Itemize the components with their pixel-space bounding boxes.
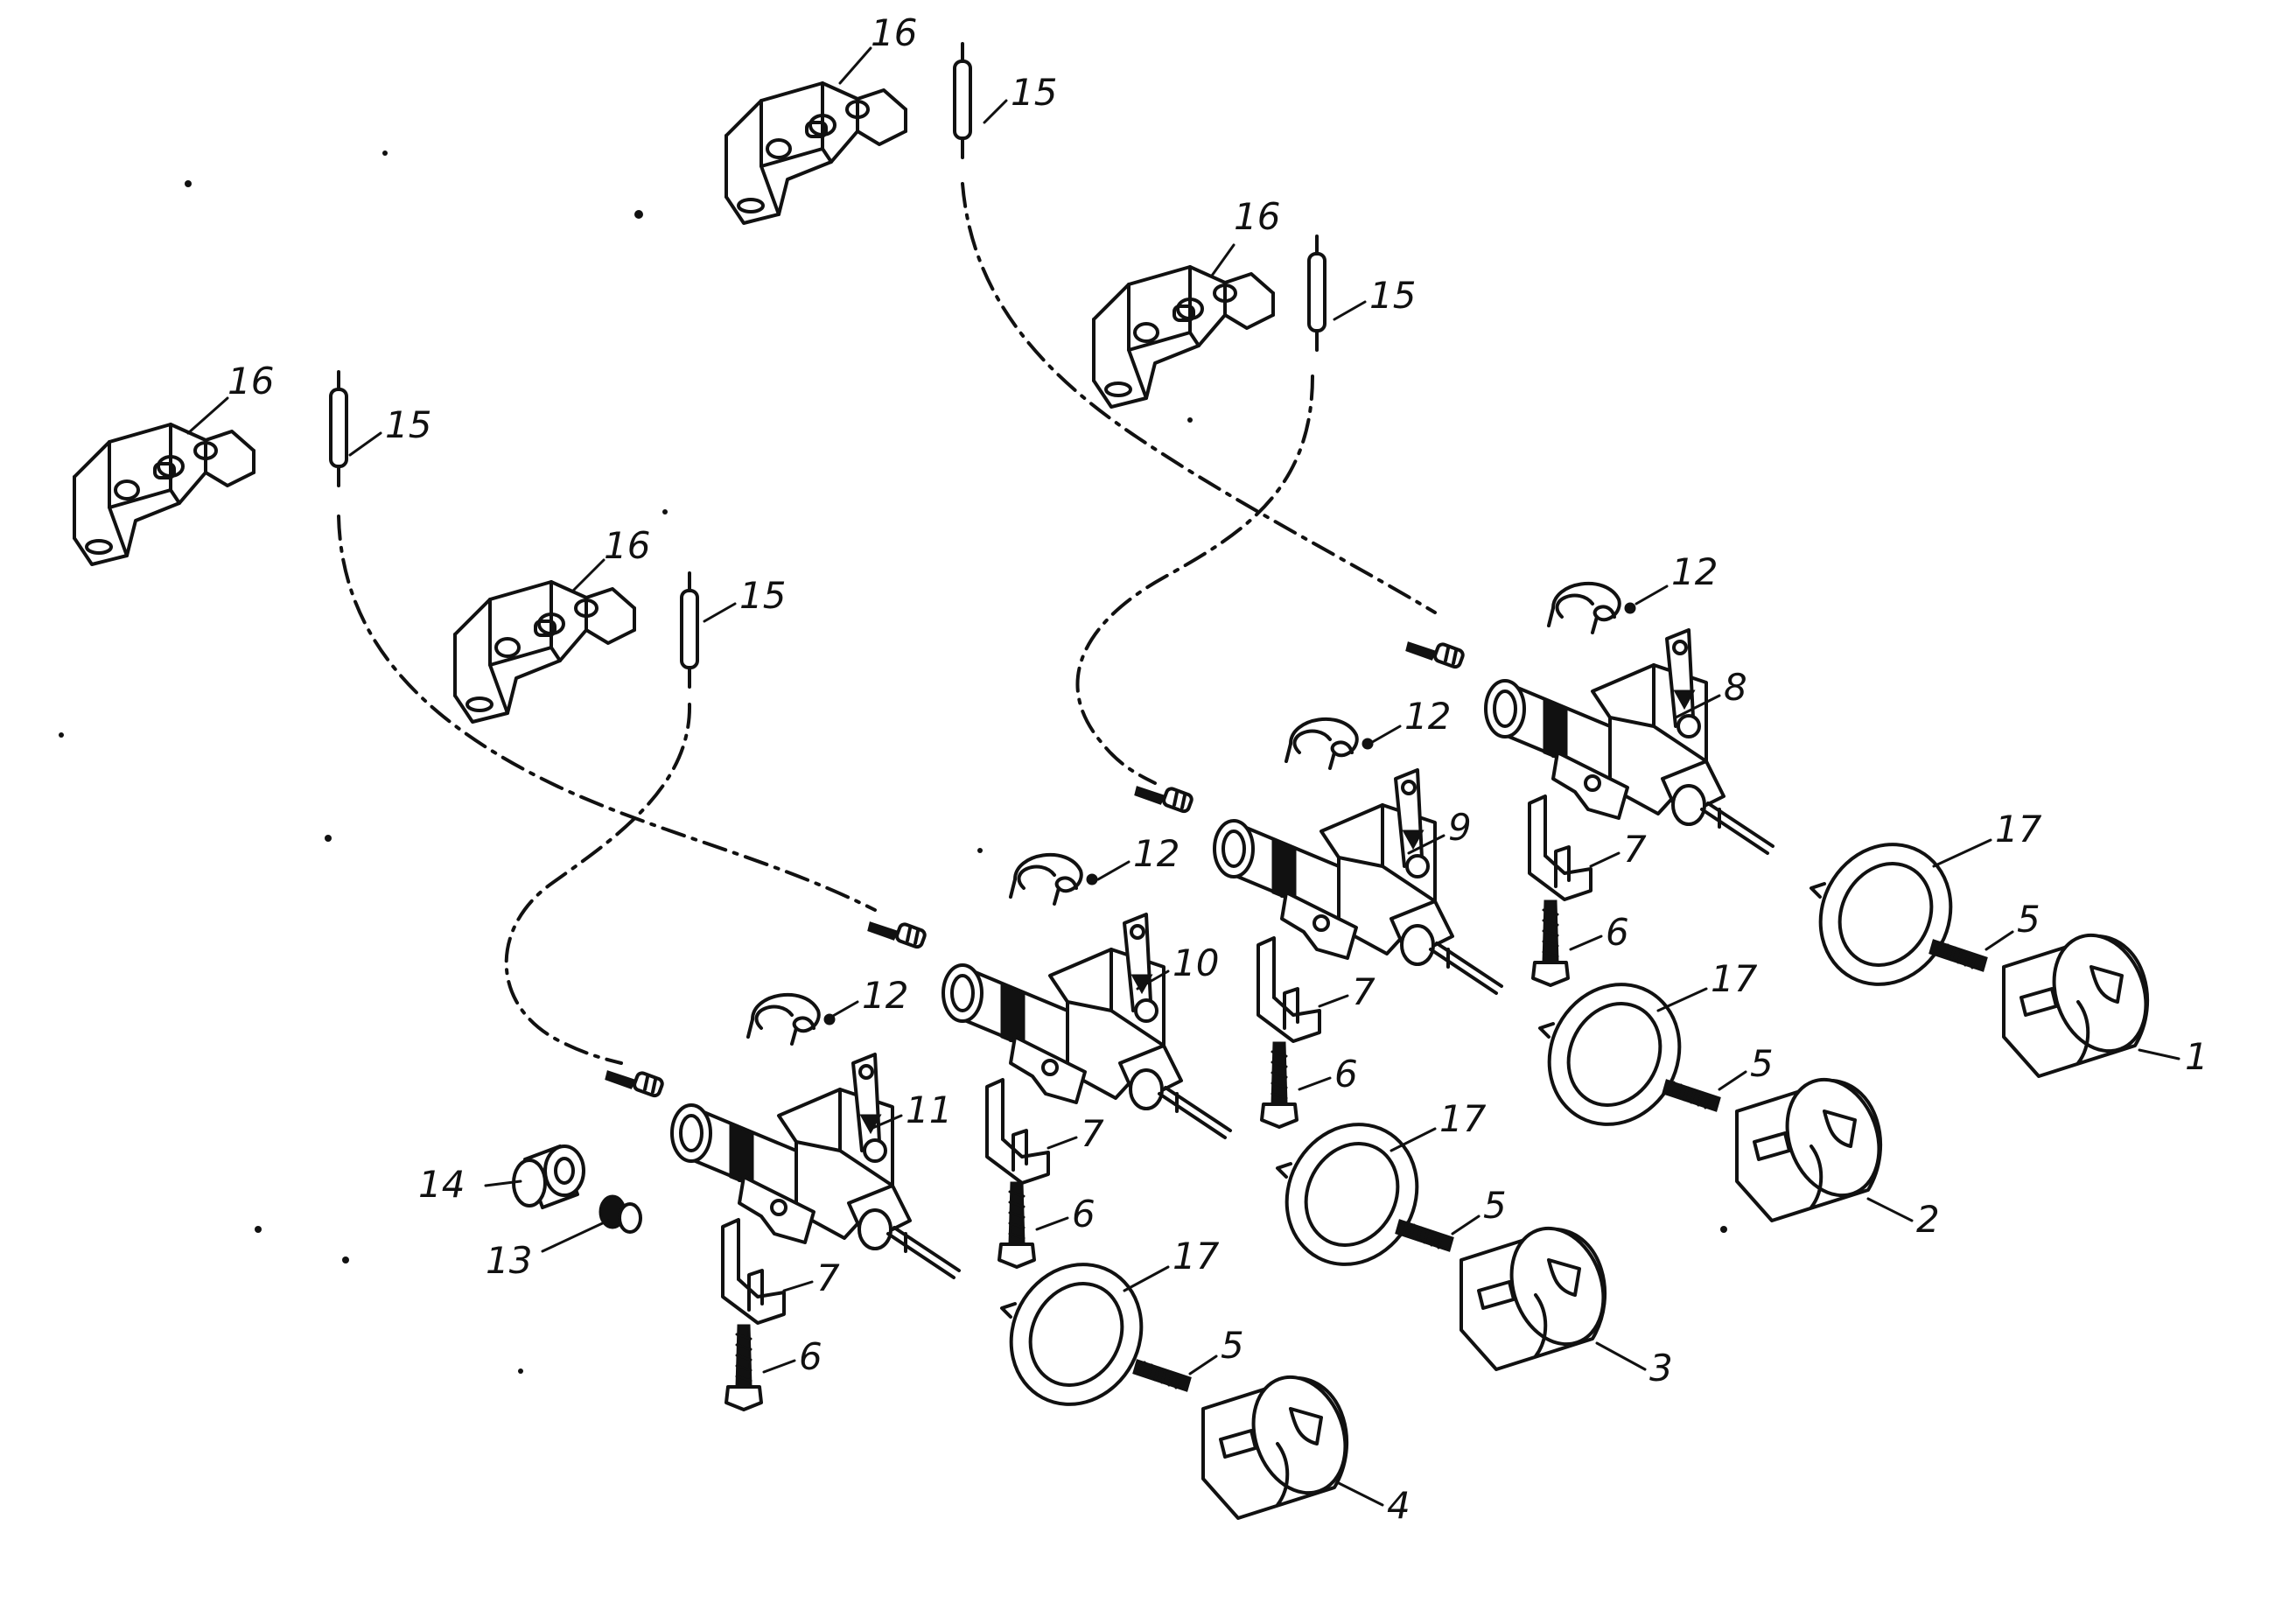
speck [342, 1256, 349, 1264]
spring-clip-part-12 [1009, 852, 1098, 906]
speck [325, 835, 332, 842]
screw-part-6 [1531, 900, 1570, 987]
callout-12: 12 [862, 974, 908, 1017]
leader-lines [186, 46, 2180, 1507]
threaded-rod-part-5 [1132, 1359, 1192, 1392]
bracket-part-16 [1092, 265, 1275, 409]
callout-1: 1 [2185, 1035, 2208, 1078]
bracket-part-16 [724, 81, 907, 225]
knob-part-1 [2002, 920, 2164, 1078]
thermocouple-tip-part-15 [329, 370, 348, 487]
callout-16: 16 [1234, 195, 1280, 238]
thermocouple-line-3 [337, 514, 877, 912]
screw-part-6 [1260, 1041, 1298, 1129]
speck [634, 210, 643, 219]
trim-ring-part-17 [1260, 1099, 1444, 1290]
screw-part-6 [724, 1324, 763, 1411]
callout-15: 15 [1369, 274, 1416, 317]
callout-17: 17 [1172, 1235, 1220, 1278]
callout-15: 15 [385, 403, 431, 446]
bracket-clip-part-7 [985, 1078, 1050, 1185]
connector-nut [867, 920, 928, 950]
bushing-part-14 [512, 1144, 585, 1209]
callout-9: 9 [1448, 806, 1472, 849]
nozzle-part-13 [598, 1194, 642, 1234]
speck [662, 509, 668, 514]
callout-7: 7 [816, 1256, 840, 1299]
knob-part-3 [1460, 1213, 1621, 1371]
connector-nut [1134, 785, 1195, 815]
screw-part-6 [998, 1181, 1036, 1269]
connector-nut [1405, 640, 1466, 670]
connector-nut [605, 1069, 666, 1099]
callout-10: 10 [1172, 942, 1219, 984]
callout-labels: 16 15 16 15 16 15 16 15 12 12 12 12 8 9 … [228, 11, 2208, 1527]
thermocouple-line-1 [961, 182, 1437, 614]
speck [518, 1368, 523, 1374]
callout-17: 17 [1995, 808, 2042, 850]
bracket-clip-part-7 [1256, 936, 1321, 1043]
callout-12: 12 [1671, 550, 1718, 593]
callout-5: 5 [2017, 898, 2040, 941]
bracket-clip-part-7 [1528, 794, 1592, 901]
callout-17: 17 [1711, 957, 1758, 1000]
trim-ring-part-17 [1794, 819, 1978, 1010]
callout-6: 6 [1606, 911, 1629, 954]
callout-5: 5 [1221, 1324, 1244, 1367]
trim-ring-part-17 [1522, 959, 1706, 1150]
callout-7: 7 [1081, 1112, 1104, 1155]
callout-6: 6 [799, 1335, 822, 1378]
spring-clip-part-12 [1547, 581, 1636, 634]
callout-16: 16 [604, 524, 650, 567]
knob-part-4 [1201, 1362, 1363, 1520]
threaded-rod-part-5 [1662, 1079, 1721, 1112]
thermocouple-line-2 [1075, 374, 1314, 785]
callout-5: 5 [1483, 1184, 1507, 1227]
thermocouple-tip-part-15 [1307, 234, 1326, 352]
callout-7: 7 [1623, 828, 1647, 871]
threaded-rod-part-5 [1395, 1219, 1454, 1252]
callout-17: 17 [1439, 1097, 1487, 1140]
callout-6: 6 [1334, 1053, 1358, 1096]
callout-16: 16 [228, 360, 274, 402]
speck [255, 1226, 262, 1233]
trim-ring-part-17 [984, 1239, 1168, 1430]
thermocouple-tip-part-15 [680, 571, 699, 689]
thermocouple-line-4 [504, 703, 692, 1065]
bracket-part-16 [73, 423, 256, 566]
callout-4: 4 [1387, 1484, 1410, 1527]
callout-13: 13 [486, 1239, 532, 1282]
speck [1720, 1226, 1727, 1233]
thermocouple-tip-part-15 [953, 42, 972, 159]
knob-part-2 [1735, 1064, 1897, 1222]
speck [382, 150, 388, 156]
callout-11: 11 [906, 1088, 952, 1131]
spring-clip-part-12 [1284, 717, 1374, 770]
callout-3: 3 [1649, 1347, 1673, 1390]
speck [977, 848, 983, 853]
speck [185, 180, 192, 187]
callout-12: 12 [1404, 695, 1451, 738]
callout-16: 16 [871, 11, 917, 54]
callout-12: 12 [1133, 832, 1180, 875]
callout-7: 7 [1352, 970, 1376, 1013]
callout-14: 14 [418, 1163, 465, 1206]
callout-6: 6 [1072, 1193, 1096, 1236]
callout-2: 2 [1916, 1198, 1940, 1241]
spring-clip-part-12 [746, 992, 836, 1046]
threaded-rod-part-5 [1928, 939, 1988, 972]
callout-8: 8 [1724, 666, 1747, 709]
callout-15: 15 [1011, 71, 1057, 114]
speck [1187, 417, 1193, 423]
speck [59, 732, 64, 738]
bracket-part-16 [453, 580, 636, 724]
callout-15: 15 [739, 574, 786, 617]
callout-5: 5 [1750, 1042, 1774, 1085]
